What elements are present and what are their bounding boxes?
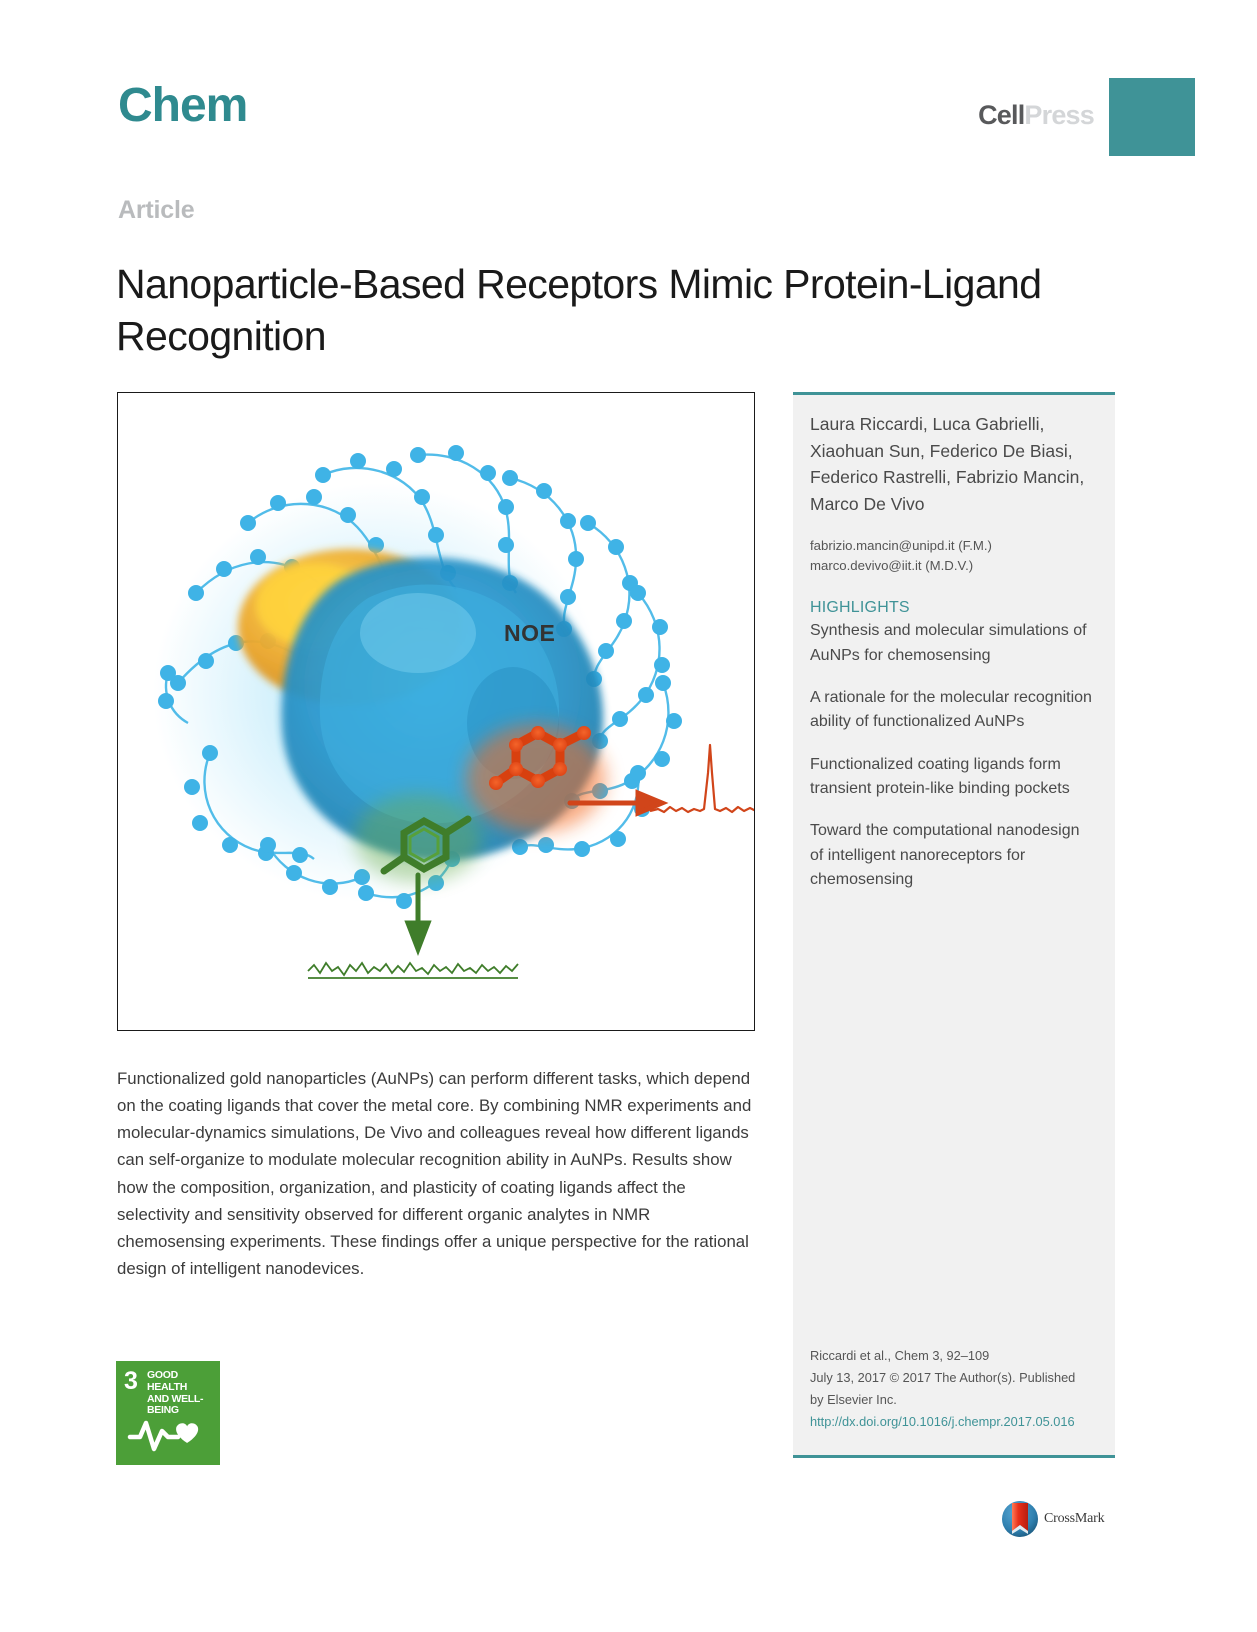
nanoparticle-surface xyxy=(281,557,604,861)
crossmark-icon[interactable] xyxy=(1000,1498,1040,1540)
green-ligand-molecule xyxy=(380,815,472,875)
doi-link[interactable]: http://dx.doi.org/10.1016/j.chempr.2017.… xyxy=(810,1414,1075,1429)
highlight-item-1: Synthesis and molecular simulations of A… xyxy=(810,622,1087,664)
noe-arrow xyxy=(567,789,669,817)
green-arrow xyxy=(404,872,432,956)
corresponding-emails: fabrizio.mancin@unipd.it (F.M.) marco.de… xyxy=(810,536,1095,575)
noe-spectrum xyxy=(649,743,754,814)
author-list: Laura Riccardi, Luca Gabrielli, Xiaohuan… xyxy=(810,414,1085,514)
crossmark-badge[interactable]: CrossMark xyxy=(1000,1498,1120,1544)
email-line-1[interactable]: fabrizio.mancin@unipd.it (F.M.) xyxy=(810,538,992,554)
abstract-text: Functionalized gold nanoparticles (AuNPs… xyxy=(117,1068,752,1279)
email-line-2[interactable]: marco.devivo@iit.it (M.D.V.) xyxy=(810,557,974,573)
accent-square xyxy=(1109,78,1195,156)
heartbeat-icon xyxy=(127,1420,199,1452)
cell-press-logo-cell: Cell xyxy=(978,100,1025,130)
citation-line-2: July 13, 2017 © 2017 The Author(s). Publ… xyxy=(810,1370,1076,1385)
sdg-label-line2: AND WELL-BEING xyxy=(147,1392,204,1417)
citation-block: Riccardi et al., Chem 3, 92–109 July 13,… xyxy=(810,1345,1100,1433)
green-spectrum xyxy=(307,961,519,979)
highlights-header: HIGHLIGHTS xyxy=(810,599,910,617)
sdg-number: 3 xyxy=(124,1367,138,1395)
sdg-badge: 3 GOOD HEALTH AND WELL-BEING xyxy=(116,1361,220,1465)
graphical-abstract-illustration xyxy=(118,393,754,1030)
page-title: Nanoparticle-Based Receptors Mimic Prote… xyxy=(116,261,1042,360)
sdg-label-line1: GOOD HEALTH xyxy=(147,1369,188,1393)
sdg-label: GOOD HEALTH AND WELL-BEING xyxy=(147,1369,220,1417)
page-header: Chem CellPress xyxy=(0,0,1257,170)
journal-logo: Chem xyxy=(118,79,248,132)
cell-press-logo: CellPress xyxy=(978,100,1095,130)
article-type-kicker: Article xyxy=(118,196,195,224)
citation-line-3: by Elsevier Inc. xyxy=(810,1392,897,1407)
cell-press-logo-press: Press xyxy=(1024,100,1094,130)
article-info-sidebar: Laura Riccardi, Luca Gabrielli, Xiaohuan… xyxy=(793,392,1115,1458)
highlight-item-4: Toward the computational nanodesign of i… xyxy=(810,822,1080,888)
citation-line-1: Riccardi et al., Chem 3, 92–109 xyxy=(810,1348,990,1363)
crossmark-label: CrossMark xyxy=(1044,1511,1105,1526)
red-ligand-molecule xyxy=(489,726,591,790)
secondary-pocket-glow xyxy=(354,794,482,882)
noe-label: NOE xyxy=(504,620,556,646)
highlight-item-2: A rationale for the molecular recognitio… xyxy=(810,689,1092,731)
sidebar-content: Laura Riccardi, Luca Gabrielli, Xiaohuan… xyxy=(810,411,1095,892)
graphical-abstract-figure xyxy=(117,392,755,1031)
highlight-item-3: Functionalized coating ligands form tran… xyxy=(810,755,1070,797)
